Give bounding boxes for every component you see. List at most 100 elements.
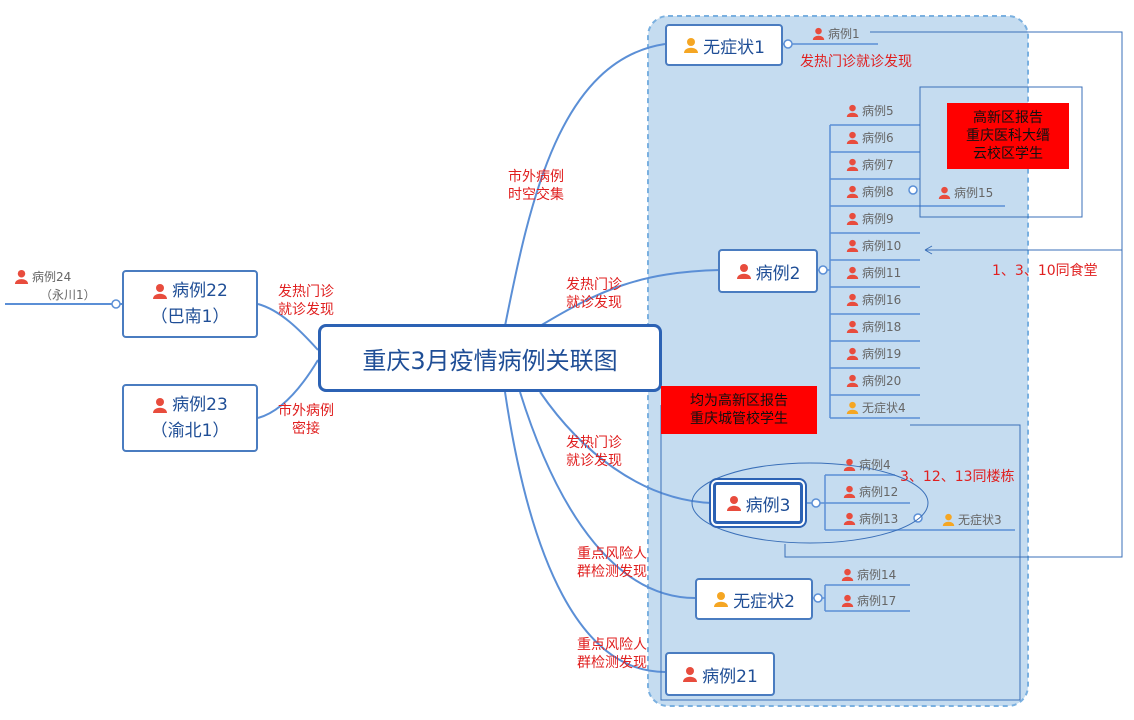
case-person-icon bbox=[843, 485, 856, 498]
medical-school-outline bbox=[919, 86, 1083, 218]
label-building: 3、12、13同楼栋 bbox=[900, 469, 1015, 485]
leaf-case3-child-0[interactable]: 病例4 bbox=[843, 456, 891, 473]
case-person-icon bbox=[14, 269, 29, 284]
urban-school-outline bbox=[660, 405, 1021, 701]
note-gaoxin-urban: 均为高新区报告重庆城管校学生 bbox=[661, 386, 817, 434]
leaf-label: 病例19 bbox=[862, 347, 902, 361]
leaf-case2-child-11[interactable]: 无症状4 bbox=[846, 399, 906, 416]
case-person-icon bbox=[683, 667, 698, 682]
case-person-icon bbox=[153, 398, 168, 413]
connector-case23 bbox=[257, 359, 319, 419]
leaf-wuzheng3-label: 无症状3 bbox=[958, 513, 1002, 527]
building-ellipse bbox=[691, 462, 929, 544]
asymptomatic-person-icon bbox=[714, 592, 729, 607]
connector-case2 bbox=[539, 269, 721, 327]
case-person-icon bbox=[846, 347, 859, 360]
label-risk-group-case21: 重点风险人群检测发现 bbox=[577, 637, 647, 671]
label-fever-clinic-case2: 发热门诊就诊发现 bbox=[566, 277, 622, 311]
node-case22[interactable]: 病例22 （巴南1） bbox=[122, 270, 258, 338]
leaf-label: 病例11 bbox=[862, 266, 902, 280]
node-case22-district: （巴南1） bbox=[150, 307, 230, 327]
asymptomatic-person-icon bbox=[942, 513, 955, 526]
case-person-icon bbox=[841, 568, 854, 581]
leaf-case2-child-3[interactable]: 病例8 bbox=[846, 183, 894, 200]
connector-case21 bbox=[504, 391, 666, 673]
leaf-label: 病例12 bbox=[859, 485, 899, 499]
leaf-case2-child-8[interactable]: 病例18 bbox=[846, 318, 901, 335]
case-person-icon bbox=[846, 374, 859, 387]
node-wuzheng2[interactable]: 无症状2 bbox=[695, 578, 813, 620]
collapse-dot-wuzheng2 bbox=[813, 593, 823, 603]
label-fever-clinic-case3: 发热门诊就诊发现 bbox=[566, 435, 622, 469]
center-title-node[interactable]: 重庆3月疫情病例关联图 bbox=[318, 324, 662, 392]
leaf-case2-child-4[interactable]: 病例9 bbox=[846, 210, 894, 227]
leaf-case15[interactable]: 病例15 bbox=[938, 184, 993, 201]
case-person-icon bbox=[812, 27, 825, 40]
connector-wuzheng2 bbox=[519, 391, 696, 599]
node-case2[interactable]: 病例2 bbox=[718, 249, 818, 293]
case-person-icon bbox=[153, 284, 168, 299]
collapse-dot-case8 bbox=[908, 185, 918, 195]
connector-wuzheng1 bbox=[504, 43, 666, 327]
connector-case3 bbox=[539, 391, 713, 504]
node-case3[interactable]: 病例3 bbox=[713, 482, 803, 524]
leaf-case1-label: 病例1 bbox=[828, 27, 860, 41]
connector-case22 bbox=[257, 303, 319, 351]
case-person-icon bbox=[846, 239, 859, 252]
case-person-icon bbox=[938, 186, 951, 199]
leaf-case2-child-9[interactable]: 病例19 bbox=[846, 345, 901, 362]
leaf-case3-child-1[interactable]: 病例12 bbox=[843, 483, 898, 500]
label-canteen: 1、3、10同食堂 bbox=[992, 263, 1098, 279]
node-wuzheng2-label: 无症状2 bbox=[733, 591, 795, 612]
leaf-label: 病例5 bbox=[862, 104, 894, 118]
node-case23-label: 病例23 bbox=[172, 395, 228, 415]
leaf-wuzheng3[interactable]: 无症状3 bbox=[942, 511, 1002, 528]
relation-outlines bbox=[660, 31, 1123, 701]
label-outside-contact: 市外病例密接 bbox=[278, 403, 334, 437]
main-connectors bbox=[5, 43, 721, 673]
leaf-label: 病例6 bbox=[862, 131, 894, 145]
leaf-label: 病例16 bbox=[862, 293, 902, 307]
leaf-label: 病例20 bbox=[862, 374, 902, 388]
center-title: 重庆3月疫情病例关联图 bbox=[362, 346, 618, 375]
leaf-label: 病例8 bbox=[862, 185, 894, 199]
leaf-case24-district: （永川1） bbox=[40, 288, 96, 302]
leaf-case24-label: 病例24 bbox=[32, 270, 72, 284]
node-case22-label: 病例22 bbox=[172, 281, 228, 301]
case-person-icon bbox=[846, 104, 859, 117]
case-person-icon bbox=[736, 264, 751, 279]
node-case23[interactable]: 病例23 （渝北1） bbox=[122, 384, 258, 452]
node-case21[interactable]: 病例21 bbox=[665, 652, 775, 696]
leaf-case3-child-2[interactable]: 病例13 bbox=[843, 510, 898, 527]
node-wuzheng1-label: 无症状1 bbox=[703, 37, 765, 58]
case-person-icon bbox=[846, 293, 859, 306]
leaf-case24[interactable]: 病例24 bbox=[14, 268, 71, 285]
leaf-case2-child-7[interactable]: 病例16 bbox=[846, 291, 901, 308]
node-case3-label: 病例3 bbox=[745, 495, 791, 516]
leaf-case2-child-6[interactable]: 病例11 bbox=[846, 264, 901, 281]
leaf-wuzheng2-child-0[interactable]: 病例14 bbox=[841, 566, 896, 583]
note-gaoxin-medical: 高新区报告重庆医科大缙云校区学生 bbox=[947, 103, 1069, 169]
collapse-dot-case2 bbox=[818, 265, 828, 275]
leaf-label: 病例10 bbox=[862, 239, 902, 253]
leaf-case2-child-10[interactable]: 病例20 bbox=[846, 372, 901, 389]
label-outside-spacetime: 市外病例时空交集 bbox=[508, 169, 564, 203]
leaf-case2-child-1[interactable]: 病例6 bbox=[846, 129, 894, 146]
asymptomatic-person-icon bbox=[846, 401, 859, 414]
leaf-case2-child-2[interactable]: 病例7 bbox=[846, 156, 894, 173]
leaf-case1[interactable]: 病例1 bbox=[812, 25, 860, 42]
leaf-label: 病例7 bbox=[862, 158, 894, 172]
leaf-label: 病例4 bbox=[859, 458, 891, 472]
node-case23-district: （渝北1） bbox=[150, 421, 230, 441]
node-case2-label: 病例2 bbox=[755, 263, 801, 284]
leaf-label: 病例18 bbox=[862, 320, 902, 334]
collapse-dot-case3 bbox=[811, 498, 821, 508]
leaf-wuzheng2-child-1[interactable]: 病例17 bbox=[841, 592, 896, 609]
leaf-case15-label: 病例15 bbox=[954, 186, 994, 200]
leaf-case2-child-5[interactable]: 病例10 bbox=[846, 237, 901, 254]
leaf-case2-child-0[interactable]: 病例5 bbox=[846, 102, 894, 119]
label-risk-group-wuzheng2: 重点风险人群检测发现 bbox=[577, 546, 647, 580]
node-wuzheng1[interactable]: 无症状1 bbox=[665, 24, 783, 66]
leaf-label: 病例14 bbox=[857, 568, 897, 582]
